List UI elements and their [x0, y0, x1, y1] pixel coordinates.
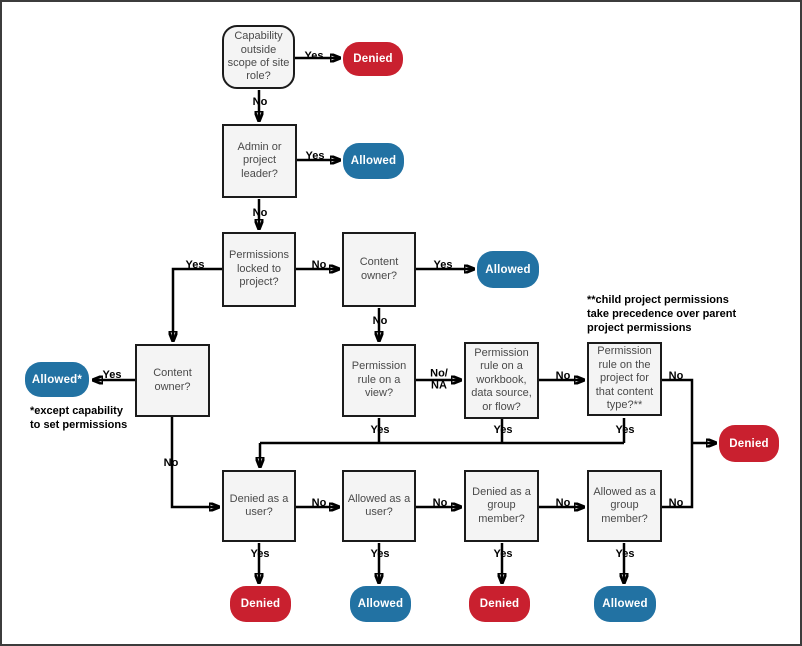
node-permission-rule-workbook: Permission rule on a workbook, data sour… — [464, 342, 539, 419]
result-allowed-admin: Allowed — [343, 143, 404, 179]
result-allowed-group: Allowed — [594, 586, 656, 622]
edge-label-owner-left-no: No — [163, 457, 179, 470]
edge-label-denied-user-yes: Yes — [250, 548, 270, 561]
result-denied-top: Denied — [343, 42, 403, 76]
result-denied-right: Denied — [719, 425, 779, 462]
node-content-owner-mid: Content owner? — [342, 232, 416, 307]
node-allowed-as-group-member: Allowed as a group member? — [587, 470, 662, 542]
node-capability-outside-scope: Capability outside scope of site role? — [222, 25, 295, 89]
edge-label-denied-user-no: No — [311, 497, 327, 510]
result-denied-user: Denied — [230, 586, 291, 622]
node-permission-rule-project: Permission rule on the project for that … — [587, 342, 662, 416]
edge-label-locked-yes: Yes — [185, 259, 205, 272]
edge-label-view-yes: Yes — [370, 424, 390, 437]
node-allowed-as-user: Allowed as a user? — [342, 470, 416, 542]
edge-label-project-yes: Yes — [615, 424, 635, 437]
edge-label-denied-group-no: No — [555, 497, 571, 510]
edge-label-owner-mid-yes: Yes — [433, 259, 453, 272]
node-admin-or-project-leader: Admin or project leader? — [222, 124, 297, 198]
edge-label-denied-group-yes: Yes — [493, 548, 513, 561]
edge-label-owner-left-yes: Yes — [102, 369, 122, 382]
edge-label-allowed-user-no: No — [432, 497, 448, 510]
edge-label-project-no: No — [668, 370, 684, 383]
node-denied-as-group-member: Denied as a group member? — [464, 470, 539, 542]
edge-label-allowed-group-yes: Yes — [615, 548, 635, 561]
edge-label-admin-no: No — [252, 207, 268, 220]
edge-label-workbook-yes: Yes — [493, 424, 513, 437]
edge-label-allowed-user-yes: Yes — [370, 548, 390, 561]
node-permissions-locked: Permissions locked to project? — [222, 232, 296, 307]
edge-label-owner-mid-no: No — [372, 315, 388, 328]
edge-label-allowed-group-no: No — [668, 497, 684, 510]
result-denied-group: Denied — [469, 586, 530, 622]
node-content-owner-left: Content owner? — [135, 344, 210, 417]
edge-label-view-no-na: No/ NA — [430, 367, 448, 391]
result-allowed-star: Allowed* — [25, 362, 89, 397]
result-allowed-user: Allowed — [350, 586, 411, 622]
note-except-capability: *except capability to set permissions — [30, 405, 128, 432]
edge-label-admin-yes: Yes — [305, 150, 325, 163]
result-allowed-owner: Allowed — [477, 251, 539, 288]
edge-label-capability-yes: Yes — [304, 50, 324, 63]
edge-label-capability-no: No — [252, 96, 268, 109]
node-permission-rule-view: Permission rule on a view? — [342, 344, 416, 417]
edge-label-locked-no: No — [311, 259, 327, 272]
node-denied-as-user: Denied as a user? — [222, 470, 296, 542]
edge-label-workbook-no: No — [555, 370, 571, 383]
note-child-project-permissions: **child project permissions take precede… — [587, 294, 737, 335]
